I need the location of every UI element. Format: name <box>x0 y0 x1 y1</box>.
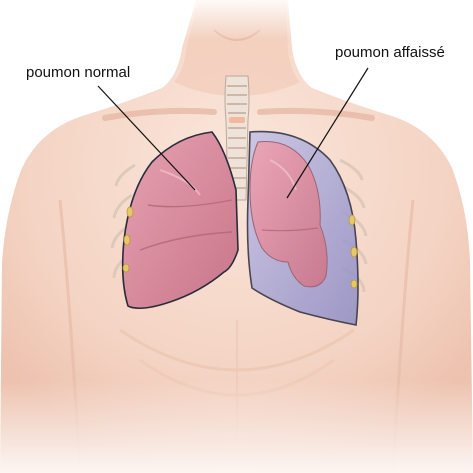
label-collapsed-lung: poumon affaissé <box>335 44 445 62</box>
label-normal-lung: poumon normal <box>26 64 130 82</box>
